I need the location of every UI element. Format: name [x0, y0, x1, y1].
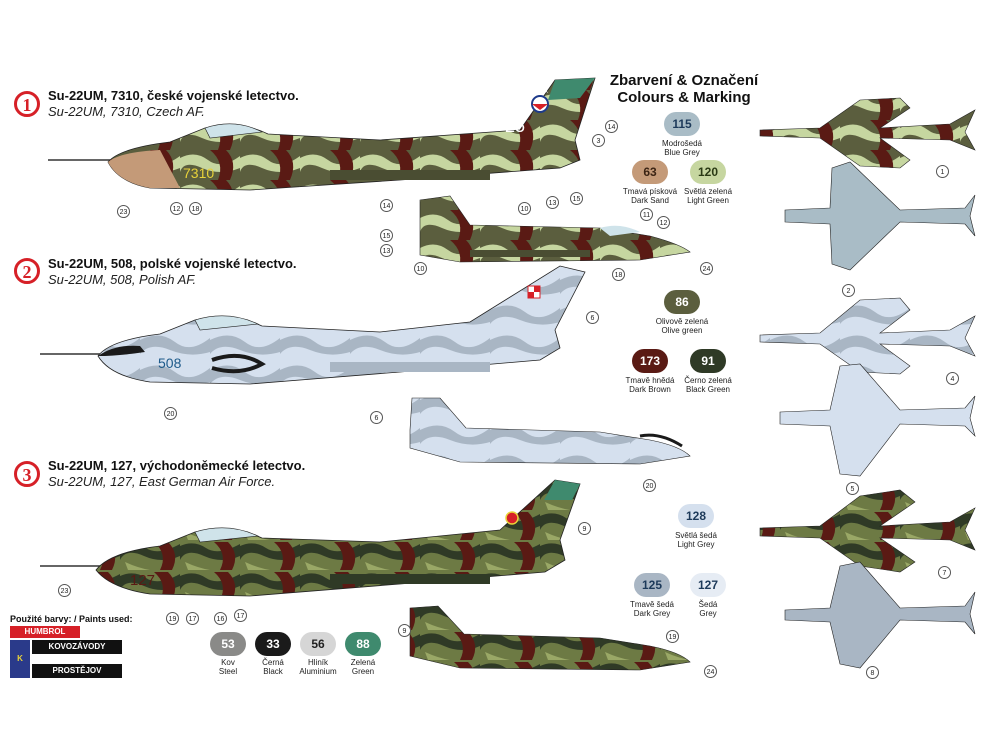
- callout-marker: 8: [866, 666, 879, 679]
- callout-marker: 12: [657, 216, 670, 229]
- scheme-number-2: 2: [14, 258, 40, 284]
- callout-marker: 23: [117, 205, 130, 218]
- scheme2-side-view: 508: [40, 265, 586, 385]
- callout-marker: 2: [842, 284, 855, 297]
- plan-view-3-top: [759, 489, 976, 573]
- scheme-subtitle-2: Su-22UM, 508, Polish AF.: [48, 272, 197, 287]
- scheme1-tail-code: 25: [505, 116, 525, 136]
- kovozavody-emblem: K: [10, 640, 30, 678]
- callout-marker: 18: [612, 268, 625, 281]
- scheme3-serial: 127: [130, 572, 155, 589]
- callout-marker: 9: [578, 522, 591, 535]
- swatch-125: 125: [634, 573, 670, 597]
- swatch-86: 86: [664, 290, 700, 314]
- scheme1-side-view: 25 7310 NA-2A: [48, 77, 596, 191]
- plan-view-1-top: [759, 97, 976, 169]
- callout-marker: 14: [605, 120, 618, 133]
- swatch-63: 63: [632, 160, 668, 184]
- callout-marker: 9: [398, 624, 411, 637]
- callout-marker: 24: [700, 262, 713, 275]
- callout-marker: 3: [592, 134, 605, 147]
- plan-view-3-bottom: [784, 561, 976, 669]
- callout-marker: 14: [380, 199, 393, 212]
- callout-marker: 1: [936, 165, 949, 178]
- callout-marker: 6: [586, 311, 599, 324]
- callout-marker: 17: [186, 612, 199, 625]
- scheme-number-1: 1: [14, 91, 40, 117]
- scheme-subtitle-3: Su-22UM, 127, East German Air Force.: [48, 474, 276, 489]
- colours-marking-heading: Zbarvení & Označení Colours & Marking: [584, 72, 784, 106]
- heading-czech: Zbarvení & Označení: [609, 72, 759, 89]
- scheme-subtitle-1: Su-22UM, 7310, Czech AF.: [48, 104, 205, 119]
- heading-english: Colours & Marking: [617, 89, 751, 106]
- scheme-title-2: Su-22UM, 508, polské vojenské letectvo.: [48, 256, 297, 271]
- plan-view-2-bottom: [779, 363, 976, 477]
- callout-marker: 5: [846, 482, 859, 495]
- callout-marker: 16: [214, 612, 227, 625]
- swatch-128: 128: [678, 504, 714, 528]
- scheme3-side-view: 127: [40, 479, 581, 597]
- callout-marker: 20: [164, 407, 177, 420]
- swatch-115: 115: [664, 112, 700, 136]
- scheme-number-3: 3: [14, 461, 40, 487]
- callout-marker: 10: [414, 262, 427, 275]
- scheme-title-1: Su-22UM, 7310, české vojenské letectvo.: [48, 88, 299, 103]
- scheme1-tag: NA-2A: [530, 89, 548, 95]
- callout-marker: 6: [370, 411, 383, 424]
- callout-marker: 20: [643, 479, 656, 492]
- scheme1-serial: 7310: [183, 165, 214, 181]
- kovozavody-logo: KOVOZÁVODY: [32, 640, 122, 654]
- callout-marker: 4: [946, 372, 959, 385]
- swatch-88: 88: [345, 632, 381, 656]
- callout-marker: 11: [640, 208, 653, 221]
- callout-marker: 15: [380, 229, 393, 242]
- callout-marker: 13: [380, 244, 393, 257]
- callout-marker: 18: [189, 202, 202, 215]
- callout-marker: 7: [938, 566, 951, 579]
- prostejov-logo: PROSTĚJOV: [32, 664, 122, 678]
- swatch-127: 127: [690, 573, 726, 597]
- humbrol-logo: HUMBROL: [10, 626, 80, 638]
- plan-view-1-bottom: [784, 161, 976, 271]
- paints-used-label: Použité barvy: / Paints used:: [10, 614, 133, 624]
- swatch-91: 91: [690, 349, 726, 373]
- scheme2-small-view: [409, 397, 691, 465]
- callout-marker: 10: [518, 202, 531, 215]
- swatch-33: 33: [255, 632, 291, 656]
- scheme2-serial: 508: [158, 355, 182, 371]
- swatch-173: 173: [632, 349, 668, 373]
- callout-marker: 17: [234, 609, 247, 622]
- swatch-120: 120: [690, 160, 726, 184]
- callout-marker: 19: [666, 630, 679, 643]
- swatch-56: 56: [300, 632, 336, 656]
- plan-view-2-top: [759, 297, 976, 375]
- callout-marker: 12: [170, 202, 183, 215]
- callout-marker: 24: [704, 665, 717, 678]
- scheme3-small-view: [409, 605, 691, 671]
- scheme-title-3: Su-22UM, 127, východoněmecké letectvo.: [48, 458, 306, 473]
- swatch-53: 53: [210, 632, 246, 656]
- callout-marker: 15: [570, 192, 583, 205]
- callout-marker: 23: [58, 584, 71, 597]
- callout-marker: 19: [166, 612, 179, 625]
- callout-marker: 13: [546, 196, 559, 209]
- scheme1-small-view: [419, 195, 691, 263]
